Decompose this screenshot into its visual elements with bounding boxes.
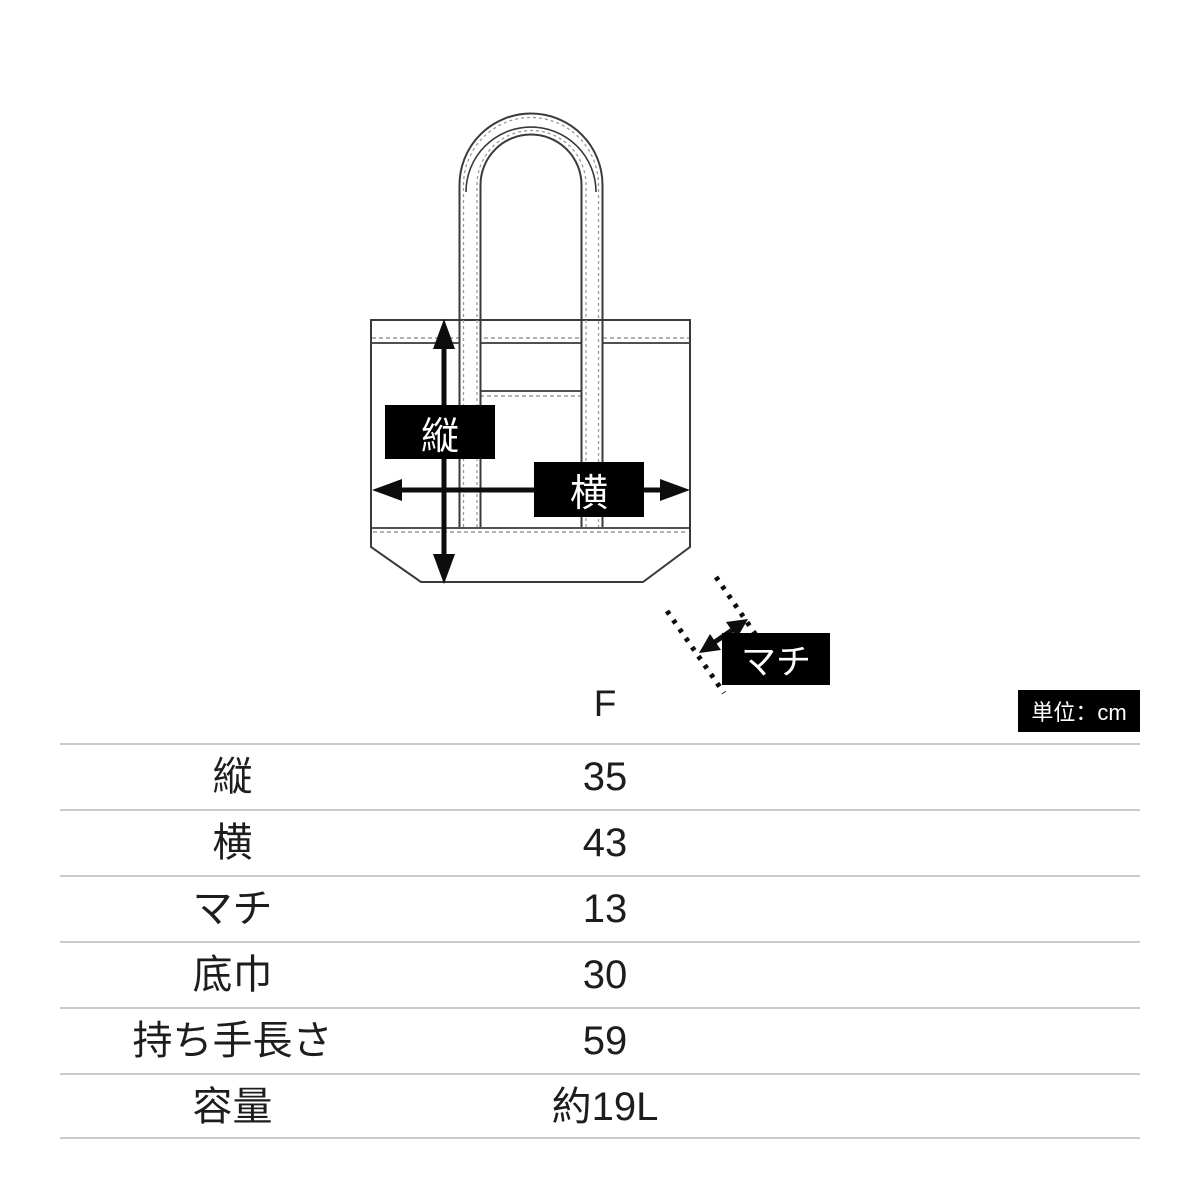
handle-back-arc: [465, 126, 597, 193]
handle-outer-outline: [458, 112, 604, 527]
unit-badge: 単位：cm: [1018, 690, 1140, 732]
table-row: 持ち手長さ 59: [60, 1007, 1140, 1073]
table-row: マチ 13: [60, 875, 1140, 941]
row-value: 43: [582, 821, 628, 865]
handle-stitch-outer: [462, 116, 600, 527]
unit-badge-text: 単位：cm: [1031, 700, 1127, 725]
row-value: 約19L: [551, 1085, 659, 1129]
size-table: 縦 35 横 43 マチ 13 底巾 30 持ち手長さ 59 容量 約19L: [60, 743, 1140, 1139]
table-row: 縦 35: [60, 743, 1140, 809]
row-label: マチ: [192, 887, 273, 931]
gusset-dimension-text: マチ: [740, 642, 811, 682]
horizontal-dimension-text: 横: [569, 473, 608, 515]
gusset-dimension-label: マチ: [722, 633, 830, 685]
handle-inner-outline: [479, 133, 583, 527]
row-value: 30: [582, 953, 628, 997]
vertical-dimension-label: 縦: [385, 405, 495, 459]
size-column-header: F: [593, 683, 617, 724]
row-label: 横: [212, 821, 253, 865]
row-label: 容量: [192, 1085, 273, 1129]
table-row: 横 43: [60, 809, 1140, 875]
row-label: 底巾: [192, 953, 273, 997]
row-value: 13: [582, 887, 628, 931]
vertical-dimension-text: 縦: [420, 415, 459, 458]
row-label: 持ち手長さ: [132, 1019, 333, 1063]
tote-bag-diagram: [370, 112, 763, 695]
row-value: 35: [582, 755, 628, 799]
row-value: 59: [582, 1019, 628, 1063]
table-row: 底巾 30: [60, 941, 1140, 1007]
table-row: 容量 約19L: [60, 1073, 1140, 1139]
handle-stitch-inner: [476, 129, 587, 527]
row-label: 縦: [212, 755, 253, 799]
horizontal-dimension-label: 横: [534, 462, 644, 517]
gusset-guide-line-left: [664, 609, 727, 695]
gusset-guide-line-right: [713, 575, 763, 643]
